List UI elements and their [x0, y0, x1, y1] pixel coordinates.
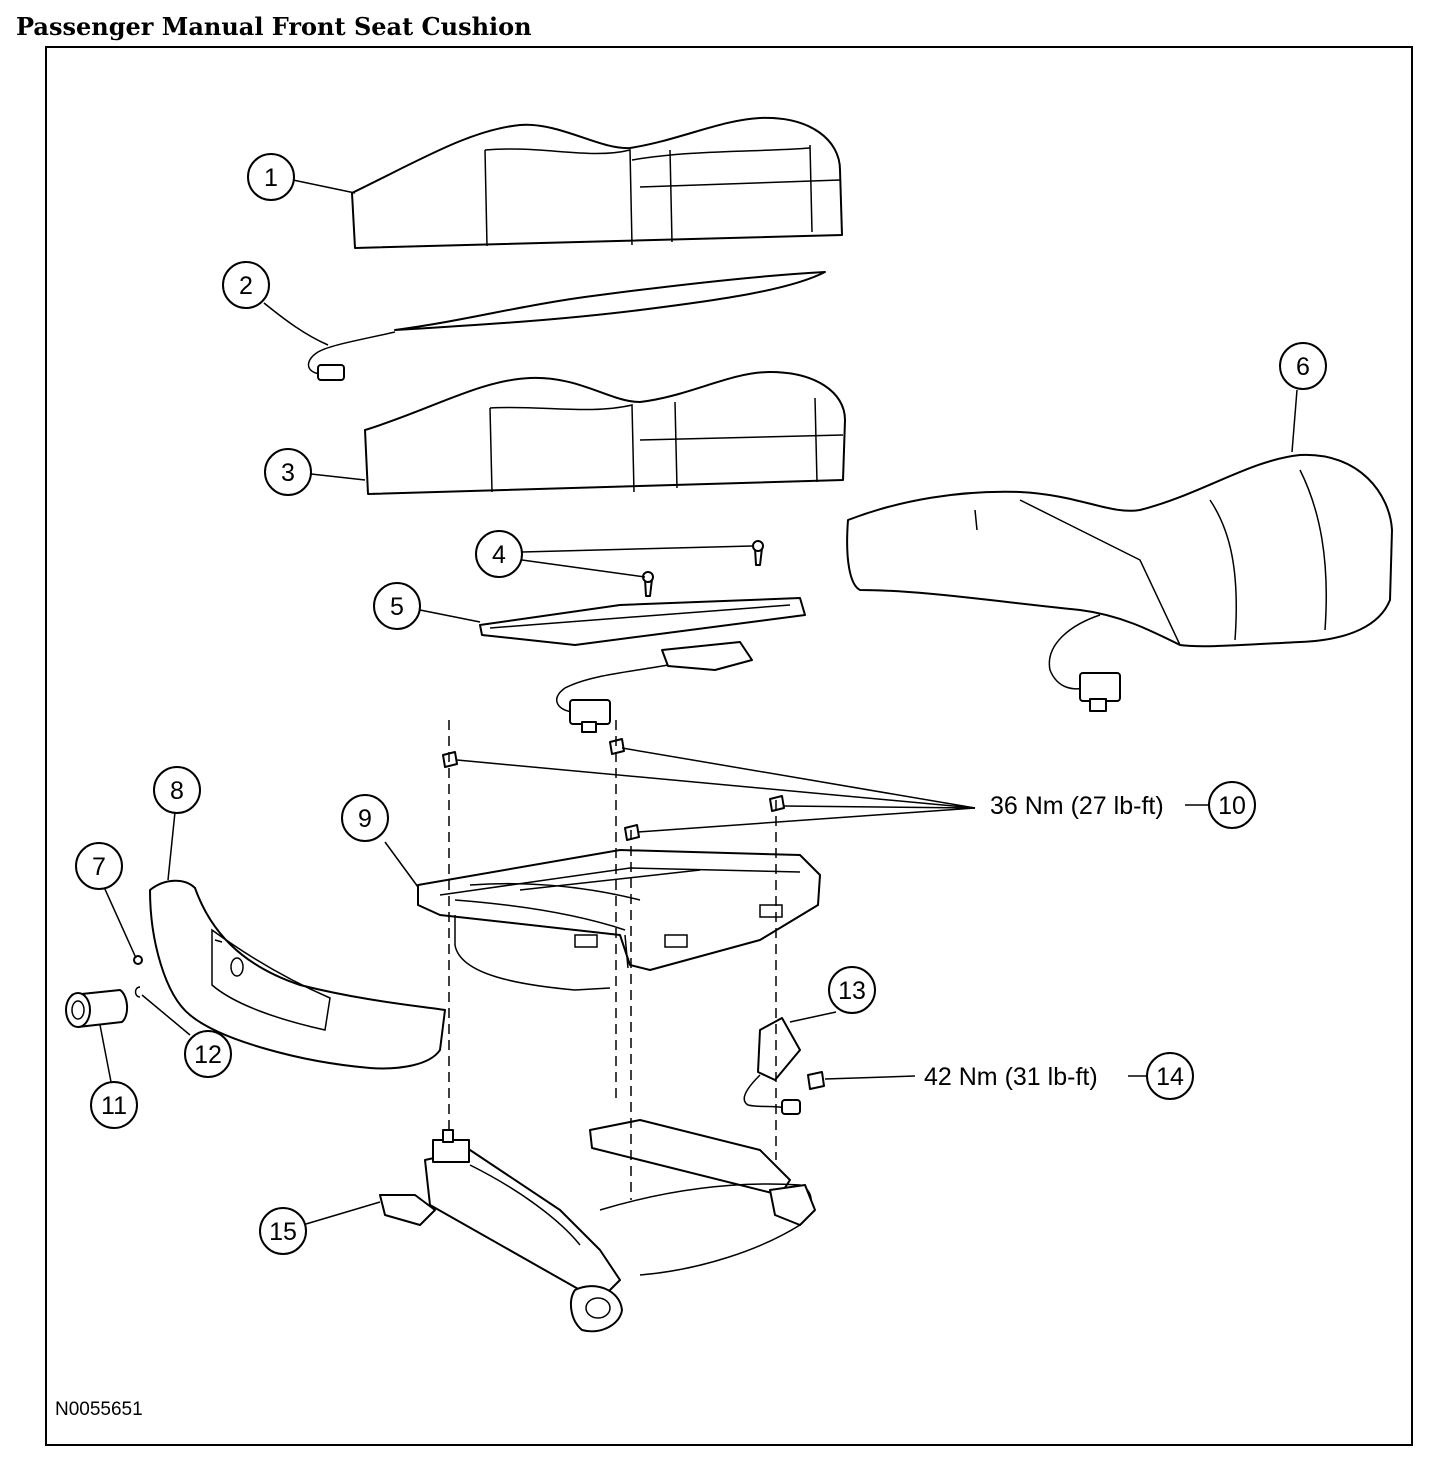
- svg-text:8: 8: [170, 777, 184, 805]
- part-9-seat-frame: [417, 849, 821, 991]
- assembly-guide-lines: [448, 720, 777, 1200]
- callout-11: 11: [90, 1081, 138, 1129]
- svg-text:1: 1: [264, 164, 278, 192]
- callout-3: 3: [264, 448, 312, 496]
- svg-text:6: 6: [1296, 353, 1310, 381]
- figure-id: N0055651: [55, 1399, 143, 1420]
- svg-text:5: 5: [390, 593, 404, 621]
- part-3-seat-cushion-pad: [364, 371, 846, 495]
- svg-text:14: 14: [1156, 1063, 1184, 1091]
- svg-text:2: 2: [239, 272, 253, 300]
- svg-text:4: 4: [492, 541, 506, 569]
- part-2-heater-mat: [307, 271, 826, 381]
- callout-15: 15: [259, 1207, 307, 1255]
- callout-2: 2: [222, 261, 270, 309]
- callout-1: 1: [247, 153, 295, 201]
- callout-13: 13: [828, 966, 876, 1014]
- diagram-frame: [45, 46, 1413, 1446]
- svg-text:7: 7: [92, 853, 106, 881]
- callout-10: 10: [1208, 781, 1256, 829]
- callout-6: 6: [1279, 342, 1327, 390]
- svg-text:15: 15: [269, 1218, 297, 1246]
- callout-7: 7: [75, 842, 123, 890]
- part-6-seat-cushion-assembly: [846, 453, 1393, 712]
- part-4-push-pins: [642, 540, 764, 597]
- part-11-knob: [65, 989, 128, 1028]
- svg-text:13: 13: [838, 977, 866, 1005]
- part-12-clip: [134, 986, 141, 998]
- svg-text:10: 10: [1218, 792, 1246, 820]
- part-15-seat-track: [379, 1119, 816, 1333]
- callout-12: 12: [184, 1030, 232, 1078]
- part-14-bolt: [807, 1071, 825, 1090]
- callout-14: 14: [1146, 1052, 1194, 1100]
- part-13-seat-belt-buckle: [743, 1017, 801, 1115]
- svg-text:9: 9: [358, 805, 372, 833]
- svg-text:12: 12: [194, 1041, 222, 1069]
- callout-4: 4: [475, 530, 523, 578]
- callout-5: 5: [373, 582, 421, 630]
- svg-text:3: 3: [281, 459, 295, 487]
- leader-lines: [99, 179, 1298, 1225]
- part-8-seat-side-shield: [149, 879, 446, 1070]
- part-1-seat-cushion-cover: [351, 116, 843, 249]
- page-title: Passenger Manual Front Seat Cushion: [16, 12, 532, 41]
- part-5-occupant-sensor: [479, 597, 806, 733]
- part-10-nuts: [442, 738, 785, 841]
- torque-spec-14: 42 Nm (31 lb-ft): [924, 1063, 1098, 1091]
- svg-text:11: 11: [101, 1092, 127, 1120]
- callout-8: 8: [153, 766, 201, 814]
- torque-spec-10: 36 Nm (27 lb-ft): [990, 792, 1164, 820]
- callout-9: 9: [341, 794, 389, 842]
